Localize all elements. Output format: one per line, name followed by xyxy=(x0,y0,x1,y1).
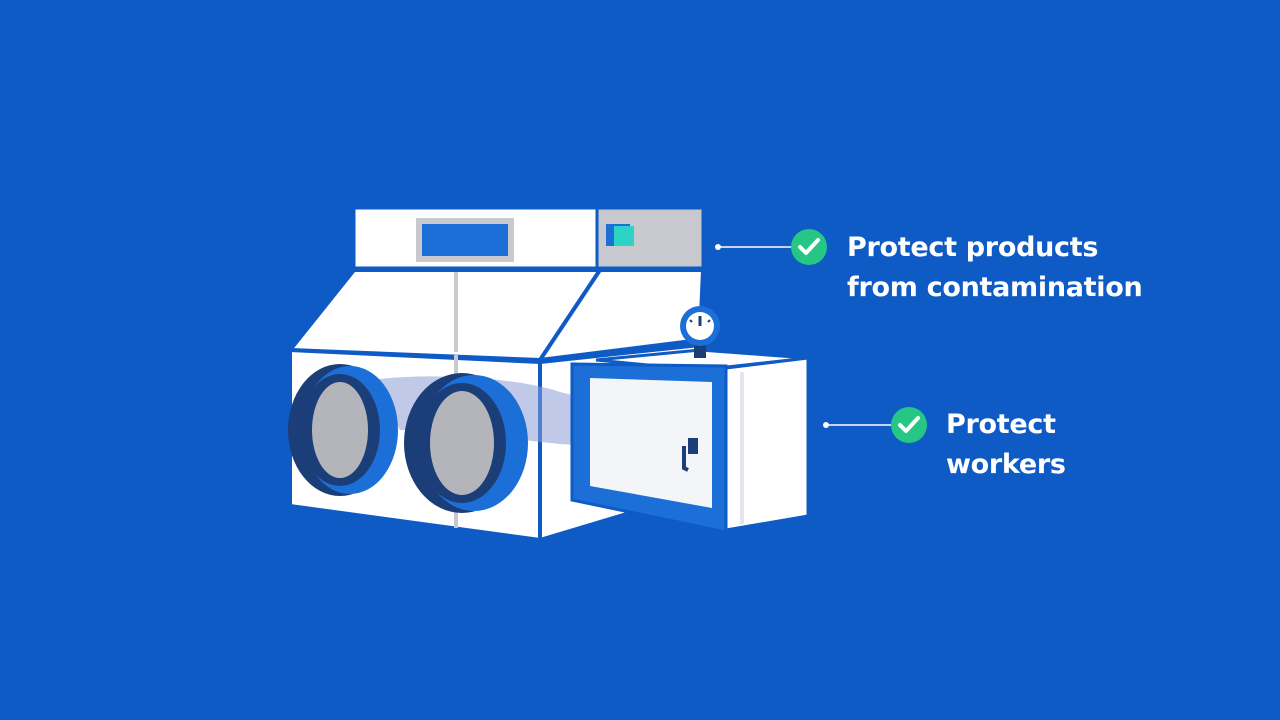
callout-products-line-2: from contamination xyxy=(847,272,1143,303)
pressure-gauge-icon xyxy=(680,306,720,358)
callout-products-text: Protect products from contamination xyxy=(847,228,1143,308)
callout-connector-workers xyxy=(823,422,892,428)
display-screen xyxy=(422,224,508,256)
callout-workers-line-1: Protect xyxy=(946,409,1056,440)
callout-protect-products: Protect products from contamination xyxy=(847,228,1143,308)
check-circle-icon xyxy=(791,229,827,265)
indicator-light-icon xyxy=(606,224,634,246)
check-circle-icon xyxy=(891,407,927,443)
top-control-unit xyxy=(352,206,705,270)
glove-port-right xyxy=(404,373,528,513)
sloped-viewing-window xyxy=(285,268,706,363)
callout-connector-products xyxy=(715,244,792,250)
callout-workers-text: Protect workers xyxy=(946,405,1066,485)
glove-port-left xyxy=(288,364,398,496)
callout-workers-line-2: workers xyxy=(946,449,1066,480)
callout-protect-workers: Protect workers xyxy=(946,405,1066,485)
callout-products-line-1: Protect products xyxy=(847,232,1099,263)
door-handle-icon xyxy=(682,438,698,472)
pass-through-chamber xyxy=(570,348,810,534)
